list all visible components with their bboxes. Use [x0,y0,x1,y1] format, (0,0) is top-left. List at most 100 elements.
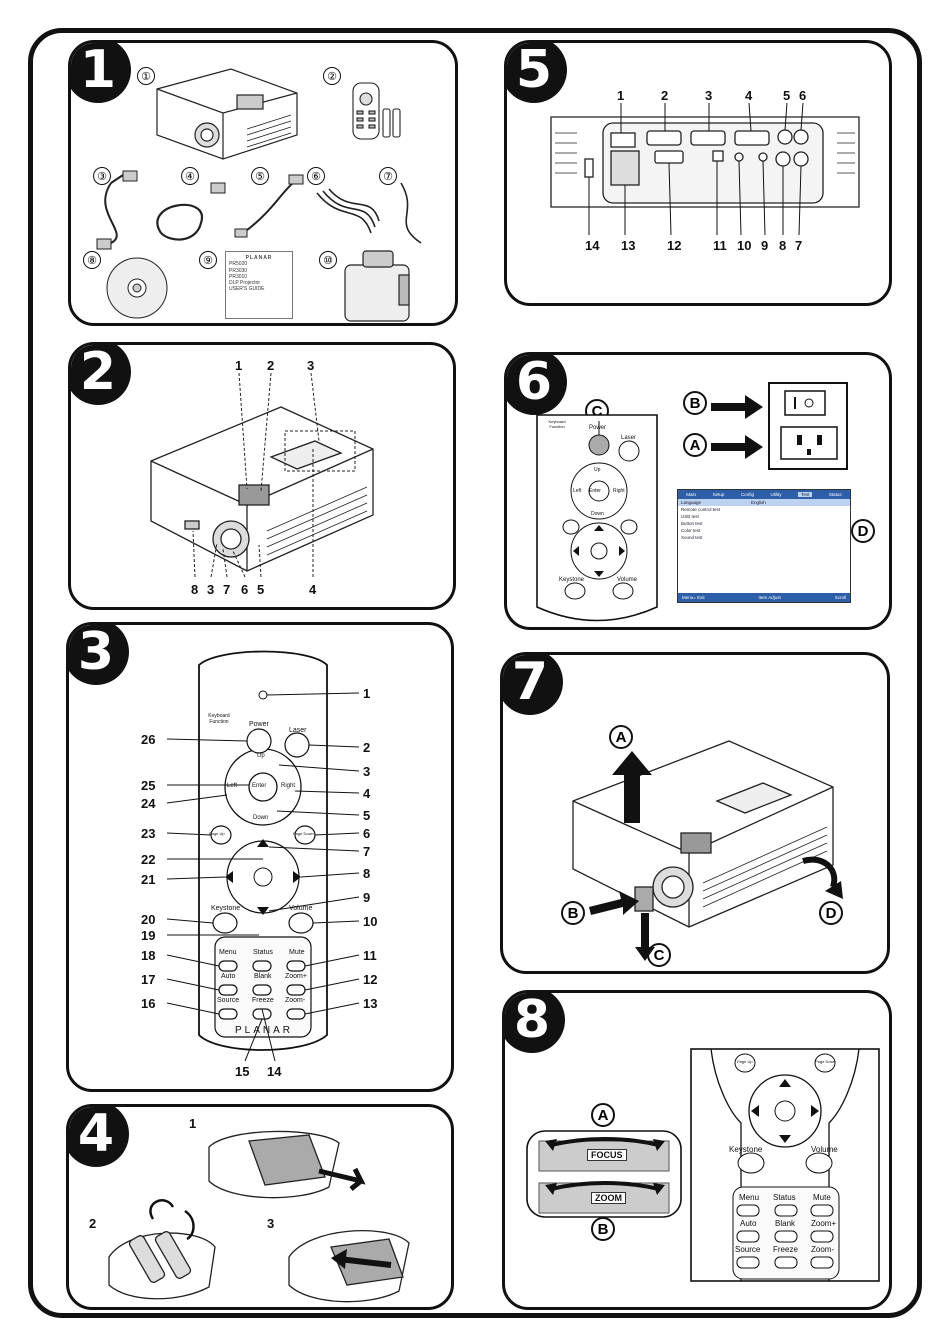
battery-steps-drawing [108,1130,410,1303]
manual-line: USER'S GUIDE [229,286,265,293]
callout-number: 26 [141,732,156,747]
callout-number: 3 [363,764,371,779]
osd-row[interactable]: Color test [681,528,701,533]
status-label: Status [773,1193,796,1202]
right-label: Right [281,783,296,789]
part-label: 2 [267,358,275,373]
callout-number: 21 [141,872,156,887]
connector-label: 6 [799,88,807,103]
osd-row[interactable]: Sound test [681,535,703,540]
freeze-label: Freeze [773,1245,798,1254]
panel-2-projector-overview: 2 1 2 3 8 3 7 6 5 4 [68,342,456,610]
part-label: 3 [207,582,215,597]
osd-tab[interactable]: Setup [712,492,725,497]
package-illustrations [96,68,422,322]
freeze-label: Freeze [252,997,274,1004]
step-number: 2 [89,1216,97,1231]
callout-number: 7 [363,844,371,859]
part-label: 4 [309,582,317,597]
manual-line: PR3030 [229,267,248,274]
step-number: 3 [267,1216,275,1231]
focus-ring-label: FOCUS [587,1149,627,1161]
osd-row[interactable]: Button test [681,521,703,526]
page-down-label: Page Down [815,1059,836,1064]
zoom-minus-label: Zoom- [811,1245,835,1254]
osd-tab[interactable]: Main [686,492,697,497]
osd-row[interactable]: Remote control test [681,507,721,512]
source-label: Source [217,997,240,1004]
osd-tab[interactable]: Utility [770,492,782,497]
remote-drawing [166,650,360,1062]
blank-label: Blank [775,1219,796,1228]
callout-number: 15 [235,1064,250,1079]
panel-badge: 3 [69,625,129,685]
usb-cable [242,182,294,234]
zoom-plus-label: Zoom+ [811,1219,837,1228]
zoom-minus-label: Zoom- [285,997,306,1004]
part-label: 7 [223,582,231,597]
callout-a: A [683,433,707,457]
panel-badge: 5 [507,43,567,103]
panel-7-adjust-feet: 7 A B C D [500,652,890,974]
callout-number: 6 [363,826,371,841]
auto-label: Auto [740,1219,757,1228]
volume-label: Volume [617,577,638,583]
connector-label: 7 [795,238,803,253]
callout-number: 14 [267,1064,282,1079]
keystone-label: Keystone [559,577,585,583]
page-up-label: Page Up [737,1059,753,1064]
callout-number: 12 [363,972,378,987]
keyboard-function-label: Keyboard Function [548,419,566,429]
item-label: ④ [181,167,199,185]
vga-cable [104,174,124,244]
status-label: Status [253,949,273,956]
remote-illustration [352,82,401,140]
osd-menu-bar: Main Setup Config Utility Test Status [678,490,850,499]
panel-badge: 8 [505,993,565,1053]
projector-illustration [156,68,298,160]
up-label: Up [594,467,601,473]
user-manual: PLANAR PR5020 PR3030 PR3010 DLP Projecto… [225,251,293,319]
callout-d: D [851,519,875,543]
item-label: ⑧ [83,251,101,269]
osd-tab[interactable]: Config [740,492,754,497]
power-switch-drawing [536,382,848,622]
right-label: Right [613,488,625,494]
callout-number: 24 [141,796,156,811]
osd-tab[interactable]: Status [828,492,842,497]
focus-zoom-drawing [526,1048,880,1282]
connector-label: 11 [713,238,727,253]
part-label: 8 [191,582,199,597]
keystone-label: Keystone [729,1145,763,1154]
connector-label: 12 [667,238,682,253]
connector-label: 9 [761,238,769,253]
item-label: ⑩ [319,251,337,269]
projector-drawing [150,372,374,578]
callout-b: B [683,391,707,415]
page-up-label: Page Up [209,831,225,836]
item-label: ⑤ [251,167,269,185]
osd-tab-selected[interactable]: Test [798,492,813,497]
laser-label: Laser [621,435,637,441]
connector-label: 4 [745,88,753,103]
menu-label: Menu [219,949,237,956]
osd-row[interactable]: USB test [681,514,699,519]
panel-badge: 1 [71,43,131,103]
panel-badge: 2 [71,345,131,405]
panel-8-focus-zoom: 8 A B C D B FOCUS ZOOM Pa [502,990,892,1310]
up-label: Up [257,753,265,759]
enter-label: Enter [252,783,267,789]
left-label: Left [573,488,582,494]
manual-line: PR3010 [229,273,248,280]
callout-b: B [561,901,585,925]
callout-a: A [591,1103,615,1127]
down-label: Down [591,511,604,517]
cd-illustration [106,257,168,319]
callout-number: 8 [363,866,371,881]
part-label: 1 [235,358,243,373]
connector-label: 5 [783,88,791,103]
callout-number: 13 [363,996,378,1011]
mute-label: Mute [813,1193,831,1202]
